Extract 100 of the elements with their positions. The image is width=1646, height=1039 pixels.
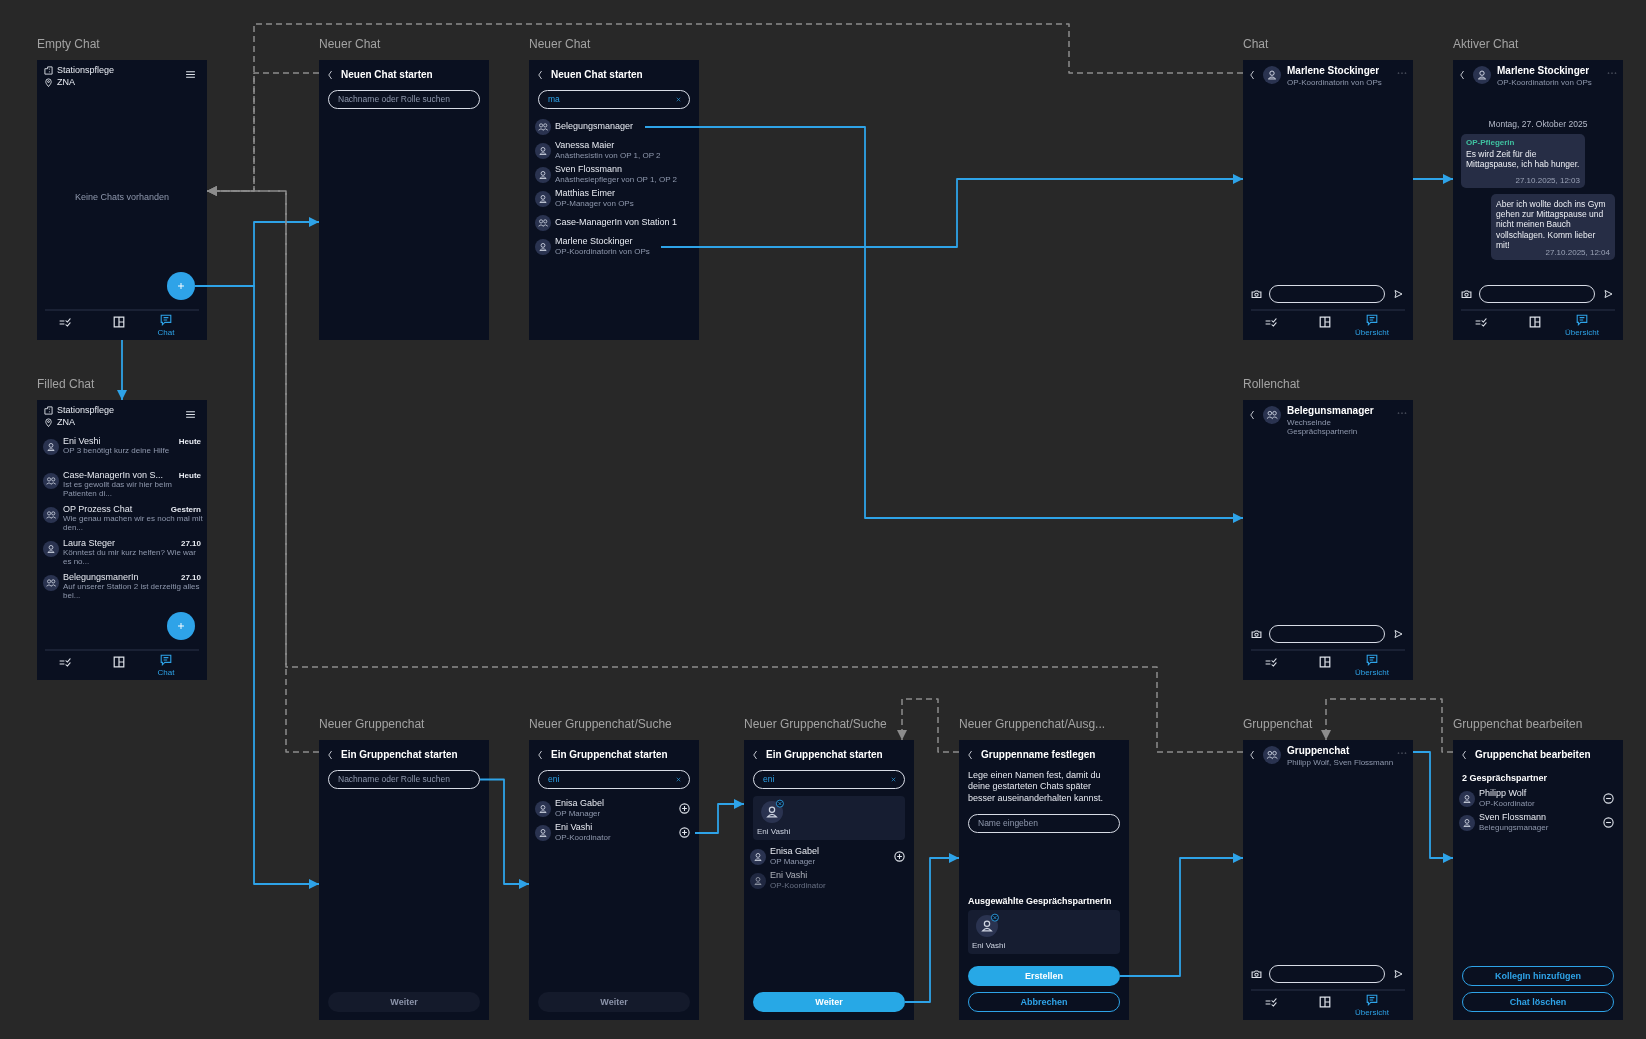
location-name: ZNA — [57, 77, 75, 88]
chat-name: OP Prozess Chat — [63, 504, 133, 515]
screen-heading: Gruppenchat bearbeiten — [1475, 749, 1591, 761]
date-separator: Montag, 27. Oktober 2025 — [1487, 120, 1589, 130]
screen-title: Neuer Gruppenchat/Ausg... — [959, 718, 1106, 732]
contact-name: Sven Flossmann — [1479, 812, 1547, 823]
contact-role: OP-Manager von OPs — [555, 199, 634, 209]
screen-heading: Gruppenname festlegen — [981, 749, 1096, 761]
section-heading: 2 Gesprächspartner — [1462, 773, 1548, 784]
contact-name: Eni Vashi — [770, 870, 808, 881]
timestamp: 27.10 — [180, 573, 201, 583]
contact-name: Case-ManagerIn von Station 1 — [555, 217, 678, 228]
chat-name: Case-ManagerIn von S... — [63, 470, 164, 481]
screen-heading: Ein Gruppenchat starten — [551, 749, 668, 761]
chat-name: Eni Veshi — [63, 436, 101, 447]
arrow — [660, 174, 1244, 248]
arrow — [1119, 853, 1244, 977]
tab-label: Übersicht — [1354, 1008, 1390, 1018]
next-button: Weiter — [753, 992, 905, 1012]
selected-contact-panel — [753, 796, 905, 840]
contact-role: OP-Koordinator — [770, 881, 826, 891]
contact-name: Vanessa Maier — [555, 140, 615, 151]
message-bubble — [1491, 194, 1615, 260]
sender-name: OP-Pflegerin — [1466, 138, 1515, 148]
selected-contact-panel — [968, 910, 1120, 954]
contact-name: Enisa Gabel — [770, 846, 820, 857]
arrow — [644, 126, 1244, 523]
add-button — [167, 612, 195, 640]
contact-name: Belegungsmanager — [555, 121, 634, 132]
arrow — [1412, 174, 1454, 184]
message-text: Aber ich wollte doch ins Gym gehen zur Mittagspause und nicht meinen Bauch vollschlagen. Komm lieber mit! — [1496, 199, 1607, 250]
screen-title: Rollenchat — [1243, 378, 1300, 392]
screen-heading: Ein Gruppenchat starten — [766, 749, 883, 761]
screen-title: Neuer Gruppenchat — [319, 718, 425, 732]
contact-name: Eni Vashi — [757, 827, 791, 837]
contact-role: Anästhesistin von OP 1, OP 2 — [555, 151, 661, 161]
dashed-arrow — [206, 186, 1244, 753]
message-preview: Auf unserer Station 2 ist derzeitig alles bel... — [63, 583, 201, 601]
empty-state-text: Keine Chats vorhanden — [73, 192, 171, 203]
screen-heading: Neuen Chat starten — [341, 69, 433, 81]
arrow — [1412, 751, 1454, 863]
contact-role: OP Manager — [770, 857, 816, 867]
contact-name: Matthias Eimer — [555, 188, 616, 199]
screen-title: Neuer Gruppenchat/Suche — [744, 718, 887, 732]
header-subtitle: Wechselnde Gesprächspartnerin — [1287, 418, 1359, 437]
dashed-arrow — [897, 698, 960, 753]
header-title: Marlene Stockinger — [1287, 65, 1380, 77]
contact-role: Anästhesiepfleger von OP 1, OP 2 — [555, 175, 677, 185]
screen-title: Neuer Chat — [319, 38, 381, 52]
timestamp: 27.10.2025, 12:03 — [1515, 175, 1580, 185]
message-preview: Könntest du mir kurz helfen? Wie war es no... — [63, 549, 197, 567]
contact-name: Sven Flossmann — [555, 164, 623, 175]
header-subtitle: OP-Koordinatorin von OPs — [1287, 78, 1383, 88]
screen-title: Chat — [1243, 38, 1269, 52]
location-name: ZNA — [57, 417, 75, 428]
dashed-arrow — [1321, 698, 1454, 753]
header-subtitle: Philipp Wolf, Sven Flossmann — [1287, 758, 1395, 768]
contact-role: OP-Koordinator — [555, 833, 611, 843]
header-subtitle: OP-Koordinatorin von OPs — [1497, 78, 1593, 88]
screen-heading: Neuen Chat starten — [551, 69, 643, 81]
message-preview: Ist es gewollt das wir hier beim Patienten di... — [63, 481, 173, 499]
header-title: Belegunsmanager — [1287, 405, 1374, 417]
timestamp: 27.10 — [180, 539, 201, 549]
arrow — [694, 799, 745, 834]
create-button: Erstellen — [968, 966, 1120, 986]
timestamp: Gestern — [170, 505, 201, 515]
chat-name: Laura Steger — [63, 538, 116, 549]
timestamp: 27.10.2025, 12:04 — [1545, 247, 1610, 257]
screen-title: Empty Chat — [37, 38, 100, 52]
message-bubble — [1461, 134, 1585, 188]
tab-label: Übersicht — [1564, 328, 1600, 338]
contact-role: OP-Koordinatorin von OPs — [555, 247, 650, 257]
contact-name: Eni Vashi — [972, 941, 1006, 951]
message-text: Es wird Zeit für die Mittagspause, ich hab hunger. — [1466, 149, 1580, 170]
header-title: Marlene Stockinger — [1497, 65, 1590, 77]
unit-name: Stationspflege — [57, 65, 115, 76]
tab-label: Chat — [156, 668, 176, 678]
contact-role: OP-Koordinator — [1479, 799, 1535, 809]
screen-title: Gruppenchat bearbeiten — [1453, 718, 1583, 732]
screen-title: Neuer Chat — [529, 38, 591, 52]
tab-label: Übersicht — [1354, 328, 1390, 338]
chat-name: BelegungsmanerIn — [63, 572, 139, 583]
contact-role: OP Manager — [555, 809, 601, 819]
contact-name: Eni Vashi — [555, 822, 593, 833]
message-preview: Wie genau machen wir es noch mal mit den... — [63, 515, 203, 533]
screen-title: Aktiver Chat — [1453, 38, 1519, 52]
contact-name: Marlene Stockinger — [555, 236, 633, 247]
screen-title: Neuer Gruppenchat/Suche — [529, 718, 672, 732]
header-title: Gruppenchat — [1287, 745, 1350, 757]
arrow — [904, 853, 960, 1003]
screen-title: Gruppenchat — [1243, 718, 1313, 732]
unit-name: Stationspflege — [57, 405, 115, 416]
next-button: Weiter — [538, 992, 690, 1012]
contact-name: Enisa Gabel — [555, 798, 605, 809]
contact-name: Philipp Wolf — [1479, 788, 1527, 799]
screen-title: Filled Chat — [37, 378, 95, 392]
section-heading: Ausgewählte GesprächspartnerIn — [968, 896, 1112, 907]
screen-heading: Ein Gruppenchat starten — [341, 749, 458, 761]
instruction-text: Lege einen Namen fest, damit du deine gestarteten Chats später besser auseinanderhalten kannst. — [968, 770, 1105, 804]
tab-label: Übersicht — [1354, 668, 1390, 678]
